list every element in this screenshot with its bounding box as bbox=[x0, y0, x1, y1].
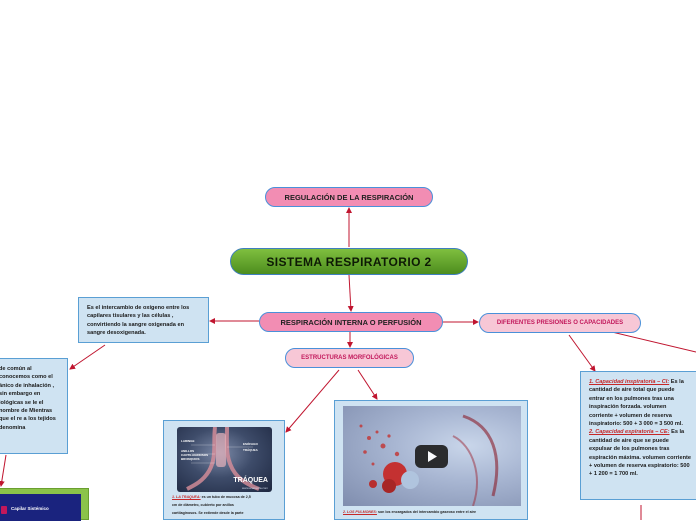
traquea-text-line-3: cartilaginosos. Se extiende desde la par… bbox=[172, 511, 244, 515]
traquea-image-label-anillos: ANILLOS CARTILAGINOSOS bbox=[181, 449, 209, 457]
traquea-image-title: TRÁQUEA bbox=[233, 477, 268, 484]
traquea-image-label-traquea: TRÁQUEA bbox=[243, 448, 258, 452]
traquea-text: 1. LA TRAQUEA: es un tubo de mucosa de 2… bbox=[172, 493, 278, 517]
capacidad-espiratoria-text: Es la cantidad de aire que se puede expu… bbox=[589, 429, 691, 478]
pulmones-label: 2. LOS PULMONES: bbox=[343, 510, 377, 514]
capacidad-inspiratoria-text: Es la cantidad de aire total que puede e… bbox=[589, 379, 684, 428]
capacidades-box[interactable]: 1. Capacidad inspiratoria – CI: Es la ca… bbox=[580, 371, 696, 500]
estructuras-node[interactable]: ESTRUCTURAS MORFOLÓGICAS bbox=[285, 348, 414, 368]
line-presiones-to-right bbox=[611, 331, 696, 353]
left-partial-box[interactable]: de común al conocemos como el ánico de i… bbox=[0, 358, 68, 454]
capacidad-inspiratoria-label: 1. Capacidad inspiratoria – CI: bbox=[589, 379, 670, 385]
traquea-illustration bbox=[186, 427, 260, 491]
traquea-box[interactable]: LARINGE ANILLOS CARTILAGINOSOS BRONQUIOS… bbox=[163, 420, 285, 520]
left-partial-text: de común al conocemos como el ánico de i… bbox=[0, 366, 56, 431]
regulacion-node[interactable]: REGULACIÓN DE LA RESPIRACIÓN bbox=[265, 187, 433, 207]
traquea-image-watermark: www.anatomia.com bbox=[241, 486, 268, 490]
main-topic-node[interactable]: SISTEMA RESPIRATORIO 2 bbox=[230, 248, 468, 275]
capacidad-espiratoria-label: 2. Capacidad espiratoria – CE: bbox=[589, 429, 670, 436]
pulmones-box[interactable]: 2. LOS PULMONES: son los encargados del … bbox=[334, 400, 528, 520]
pulmones-text: 2. LOS PULMONES: son los encargados del … bbox=[343, 508, 523, 516]
presiones-node[interactable]: DIFERENTES PRESIONES O CAPACIDADES bbox=[479, 313, 641, 333]
traquea-label: 1. LA TRAQUEA: bbox=[172, 495, 201, 499]
intercambio-description-box[interactable]: Es el intercambio de oxígeno entre los c… bbox=[78, 297, 209, 343]
bottom-left-box[interactable]: Capilar Sistémico bbox=[0, 488, 89, 521]
traquea-image: LARINGE ANILLOS CARTILAGINOSOS BRONQUIOS… bbox=[177, 427, 272, 492]
bottom-left-screen: Capilar Sistémico bbox=[0, 494, 81, 521]
pulmones-text-body: son los encargados del intercambio gaseo… bbox=[377, 510, 477, 514]
line-presiones-to-capacidades bbox=[568, 334, 596, 372]
intercambio-text: Es el intercambio de oxígeno entre los c… bbox=[87, 305, 190, 337]
line-estructuras-to-traquea bbox=[285, 369, 340, 433]
play-button-icon[interactable] bbox=[415, 445, 448, 468]
pulmones-video-thumbnail[interactable] bbox=[343, 406, 521, 506]
traquea-image-label-bronquios: BRONQUIOS bbox=[181, 457, 200, 461]
line-estructuras-to-pulmones bbox=[357, 369, 378, 400]
traquea-image-label-laringe: LARINGE bbox=[181, 439, 195, 443]
line-intercambio-to-left bbox=[69, 344, 106, 370]
pulmones-illustration bbox=[359, 414, 499, 506]
traquea-image-label-esofago: ESÓFAGO bbox=[243, 442, 258, 446]
traquea-text-line-2: cm de diámetro, cubierto por anillos bbox=[172, 503, 234, 507]
bottom-left-label: Capilar Sistémico bbox=[11, 506, 49, 511]
bottom-left-icon bbox=[1, 506, 7, 514]
respiracion-interna-node[interactable]: RESPIRACIÓN INTERNA O PERFUSIÓN bbox=[259, 312, 443, 332]
line-left-to-bottom bbox=[0, 454, 7, 487]
traquea-text-line-1: es un tubo de mucosa de 2,5 bbox=[201, 495, 251, 499]
line-main-to-respiracion bbox=[347, 274, 354, 312]
